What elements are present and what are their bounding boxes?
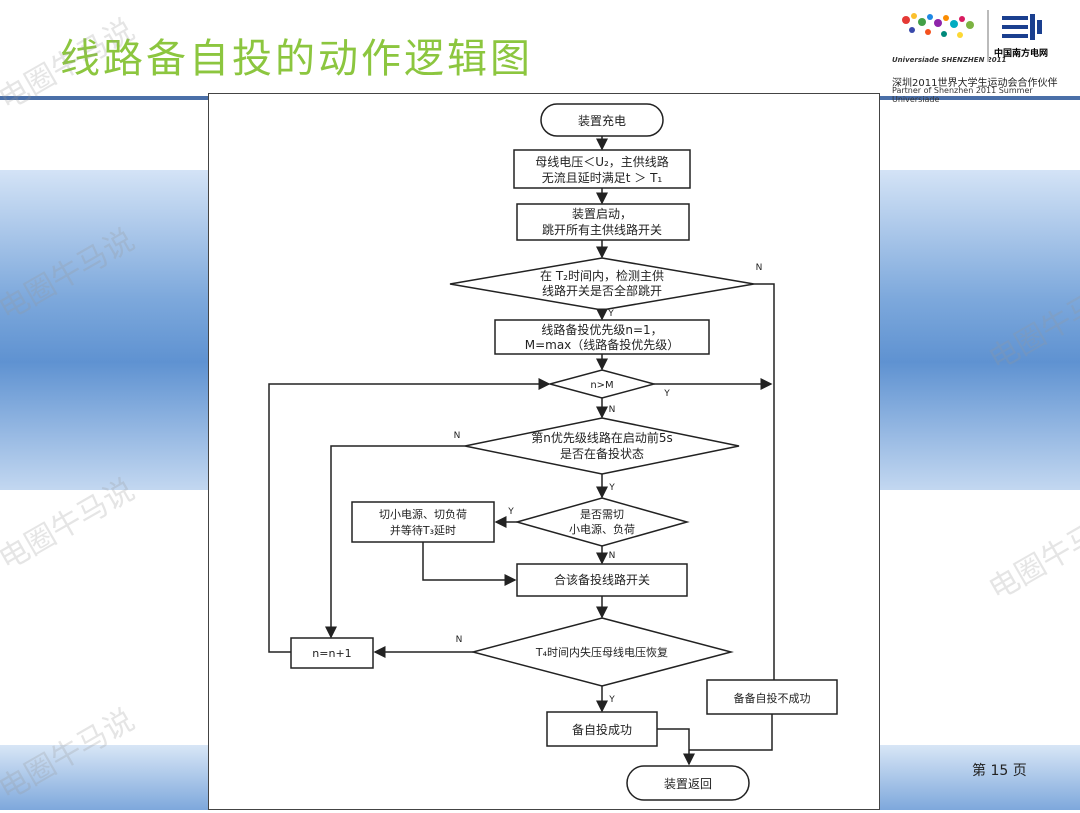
label-yes: Y — [607, 309, 614, 319]
node-priority-init-line1: 线路备投优先级n=1， — [541, 322, 662, 337]
node-check-tripped-line2: 线路开关是否全部跳开 — [542, 283, 662, 298]
node-voltage-check-label: T₄时间内失压母线电压恢复 — [535, 645, 668, 659]
flowchart-panel: 装置充电 母线电压＜U₂，主供线路 无流且延时满足t ＞ T₁ 装置启动， 跳开… — [208, 93, 880, 810]
node-increment-label: n=n+1 — [312, 647, 351, 660]
node-device-start-line1: 装置启动， — [572, 207, 632, 221]
node-condition-voltage-line1: 母线电压＜U₂，主供线路 — [535, 154, 669, 169]
label-no: N — [609, 551, 616, 561]
power-grid-logo-icon — [1002, 14, 1042, 40]
label-yes: Y — [507, 507, 514, 517]
node-shed-action-line2: 并等待T₃延时 — [390, 523, 456, 537]
label-yes: Y — [663, 389, 670, 399]
label-no: N — [756, 263, 763, 273]
node-fail-label: 备备自投不成功 — [734, 691, 811, 705]
node-condition-voltage — [513, 149, 691, 189]
label-no: N — [456, 635, 463, 645]
sponsor-logo-block: Universiade SHENZHEN 2011 中国南方电网 深圳2011世… — [890, 6, 1076, 104]
partner-text-en: Partner of Shenzhen 2011 Summer Universi… — [892, 86, 1033, 104]
node-increment — [290, 637, 374, 669]
logo-separator — [987, 10, 989, 62]
node-close-switch-label: 合该备投线路开关 — [554, 572, 650, 587]
node-condition-voltage-line2: 无流且延时满足t ＞ T₁ — [542, 171, 663, 185]
node-shed-action-line1: 切小电源、切负荷 — [379, 507, 467, 521]
node-n-gt-m-label: n>M — [590, 380, 613, 391]
node-success-label: 备自投成功 — [572, 722, 632, 737]
label-yes: Y — [608, 695, 615, 705]
node-device-start — [516, 203, 690, 241]
partner-text-cn: 深圳2011世界大学生运动会合作伙伴 — [892, 78, 1058, 89]
node-standby-check-line2: 是否在备投状态 — [560, 446, 644, 461]
watermark: 电圈牛马说 — [983, 502, 1080, 608]
node-priority-init-line2: M=max（线路备投优先级） — [525, 337, 680, 352]
node-priority-init — [494, 319, 710, 355]
label-yes: Y — [608, 483, 615, 493]
flowchart-svg: 装置充电 母线电压＜U₂，主供线路 无流且延时满足t ＞ T₁ 装置启动， 跳开… — [268, 103, 838, 801]
node-fail — [706, 679, 838, 715]
label-no: N — [454, 431, 461, 441]
node-close-switch — [516, 563, 688, 597]
slide-title: 线路备自投的动作逻辑图 — [60, 36, 533, 82]
node-standby-check-line1: 第n优先级线路在启动前5s — [531, 430, 673, 445]
power-grid-name: 中国南方电网 — [994, 49, 1049, 59]
universiade-text: Universiade SHENZHEN 2011 — [892, 56, 1007, 64]
page-number: 第 15 页 — [972, 763, 1027, 779]
node-device-start-line2: 跳开所有主供线路开关 — [542, 222, 662, 237]
node-end-label: 装置返回 — [664, 777, 712, 791]
universiade-logo-icon — [902, 13, 974, 38]
label-no: N — [609, 405, 616, 415]
node-end — [626, 765, 750, 801]
node-shed-check-line1: 是否需切 — [580, 508, 624, 521]
node-success — [546, 711, 658, 747]
node-shed-action — [351, 501, 495, 543]
node-shed-check — [514, 497, 690, 547]
node-start-label: 装置充电 — [578, 113, 626, 128]
node-standby-check — [464, 417, 740, 475]
node-shed-check-line2: 小电源、负荷 — [569, 522, 635, 536]
node-check-tripped-line1: 在 T₂时间内，检测主供 — [540, 268, 664, 283]
